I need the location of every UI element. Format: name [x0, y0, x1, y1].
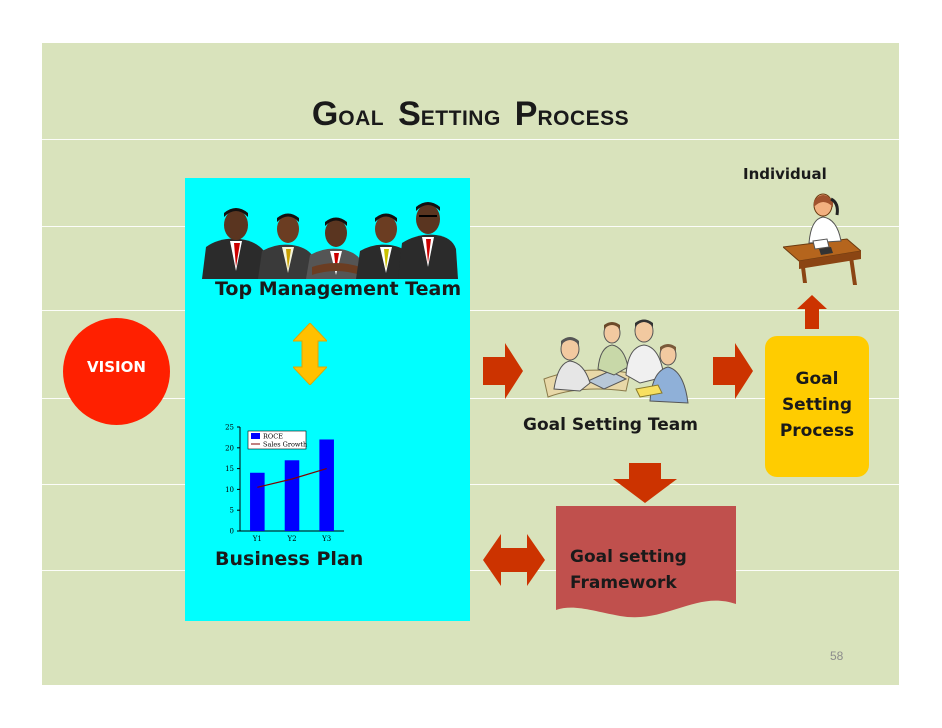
- process-line: Process: [779, 421, 855, 441]
- framework-line: Framework: [570, 573, 677, 593]
- right-arrow-icon: [483, 343, 523, 399]
- goal-setting-process-box: Goal Setting Process: [765, 336, 869, 477]
- double-arrow-icon: [293, 323, 327, 385]
- right-arrow-icon: [713, 343, 753, 399]
- down-arrow-icon: [613, 463, 677, 503]
- legend-label: ROCE: [263, 433, 283, 441]
- legend-box: [247, 430, 307, 450]
- legend-swatch-bar: [251, 433, 260, 439]
- guide-line: [42, 570, 899, 571]
- business-team-icon: [202, 202, 458, 279]
- slide: GOAL SETTING PROCESS: [42, 43, 899, 685]
- title-rest: ETTING: [420, 107, 501, 130]
- y-tick-label: 15: [225, 465, 234, 473]
- y-tick-label: 5: [230, 507, 234, 515]
- guide-line: [42, 484, 899, 485]
- x-tick-label: Y1: [252, 535, 262, 543]
- title-rest: ROCESS: [537, 107, 630, 130]
- page-number: 58: [830, 649, 844, 663]
- title-initial: G: [311, 95, 339, 133]
- y-tick-label: 10: [225, 486, 234, 494]
- chart-bar: [250, 472, 265, 531]
- x-tick-label: Y2: [286, 535, 296, 543]
- business-plan-label: Business Plan: [215, 548, 364, 570]
- individual-label: Individual: [743, 165, 827, 183]
- chart-series-line: [257, 468, 327, 488]
- title-initial: P: [514, 95, 538, 133]
- goal-setting-process-label: Goal Setting Process: [765, 366, 869, 444]
- vision-label: VISION: [87, 358, 146, 376]
- y-tick-label: 25: [225, 424, 234, 432]
- x-tick-label: Y3: [321, 535, 331, 543]
- guide-line: [42, 398, 899, 399]
- process-line: Goal: [795, 369, 839, 389]
- guide-line: [42, 226, 899, 227]
- top-management-team-label: Top Management Team: [215, 278, 462, 300]
- y-tick-label: 20: [225, 444, 234, 452]
- guide-line: [42, 139, 899, 140]
- process-line: Setting: [781, 395, 853, 415]
- y-tick-label: 0: [230, 528, 234, 536]
- vision-circle: VISION: [63, 318, 170, 425]
- horizontal-double-arrow-icon: [483, 534, 545, 586]
- slide-title: GOAL SETTING PROCESS: [42, 95, 899, 134]
- meeting-team-icon: [543, 319, 689, 404]
- legend-label: Sales Growth: [263, 441, 307, 449]
- up-arrow-icon: [797, 295, 827, 329]
- title-initial: S: [398, 95, 421, 133]
- framework-box: [556, 506, 736, 618]
- title-rest: OAL: [338, 107, 385, 130]
- chart-bar: [319, 439, 334, 531]
- goal-setting-team-label: Goal Setting Team: [523, 415, 698, 435]
- phone-desk-person-icon: [783, 193, 861, 285]
- framework-line: Goal setting: [570, 547, 687, 567]
- framework-label: Goal setting Framework: [570, 544, 687, 596]
- chart-bar: [284, 460, 300, 531]
- guide-line: [42, 310, 899, 311]
